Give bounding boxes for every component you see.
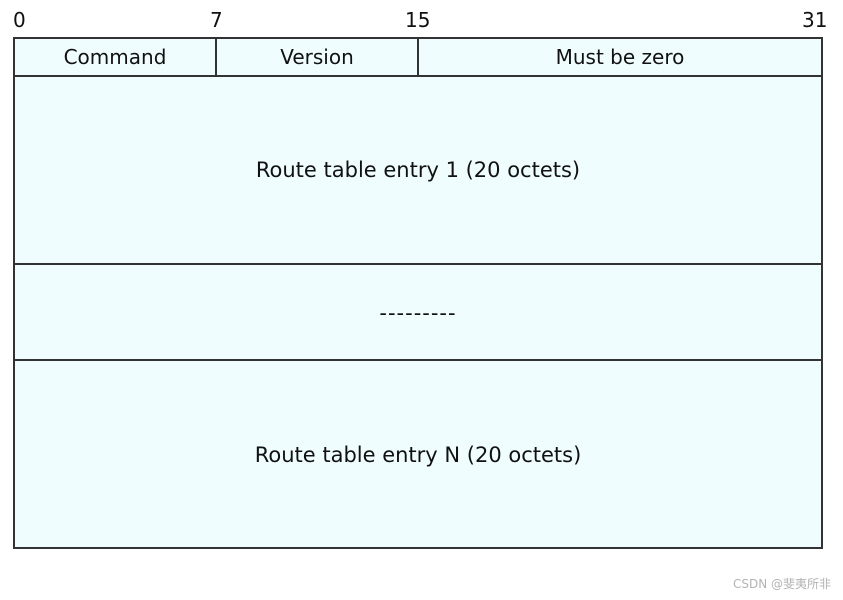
command-field: Command (15, 39, 217, 75)
version-field: Version (217, 39, 419, 75)
route-entry-last-label: Route table entry N (20 octets) (254, 443, 582, 467)
ellipsis-label: --------- (379, 301, 457, 325)
watermark: CSDN @斐夷所非 (732, 577, 831, 591)
bit-label-15: 15 (405, 8, 431, 32)
route-entry-first-label: Route table entry 1 (20 octets) (255, 158, 581, 182)
route-entry-last: Route table entry N (20 octets) (15, 363, 821, 547)
command-label: Command (63, 45, 167, 69)
bit-label-7: 7 (210, 8, 223, 32)
rip-packet-diagram: Command Version Must be zero Route table… (13, 37, 823, 549)
bit-label-0: 0 (13, 8, 26, 32)
must-be-zero-label: Must be zero (555, 45, 685, 69)
route-entry-first: Route table entry 1 (20 octets) (15, 77, 821, 265)
must-be-zero-field: Must be zero (419, 39, 821, 75)
version-label: Version (280, 45, 354, 69)
header-row: Command Version Must be zero (15, 39, 821, 77)
route-entry-ellipsis: --------- (15, 267, 821, 361)
bit-label-31: 31 (802, 8, 828, 32)
